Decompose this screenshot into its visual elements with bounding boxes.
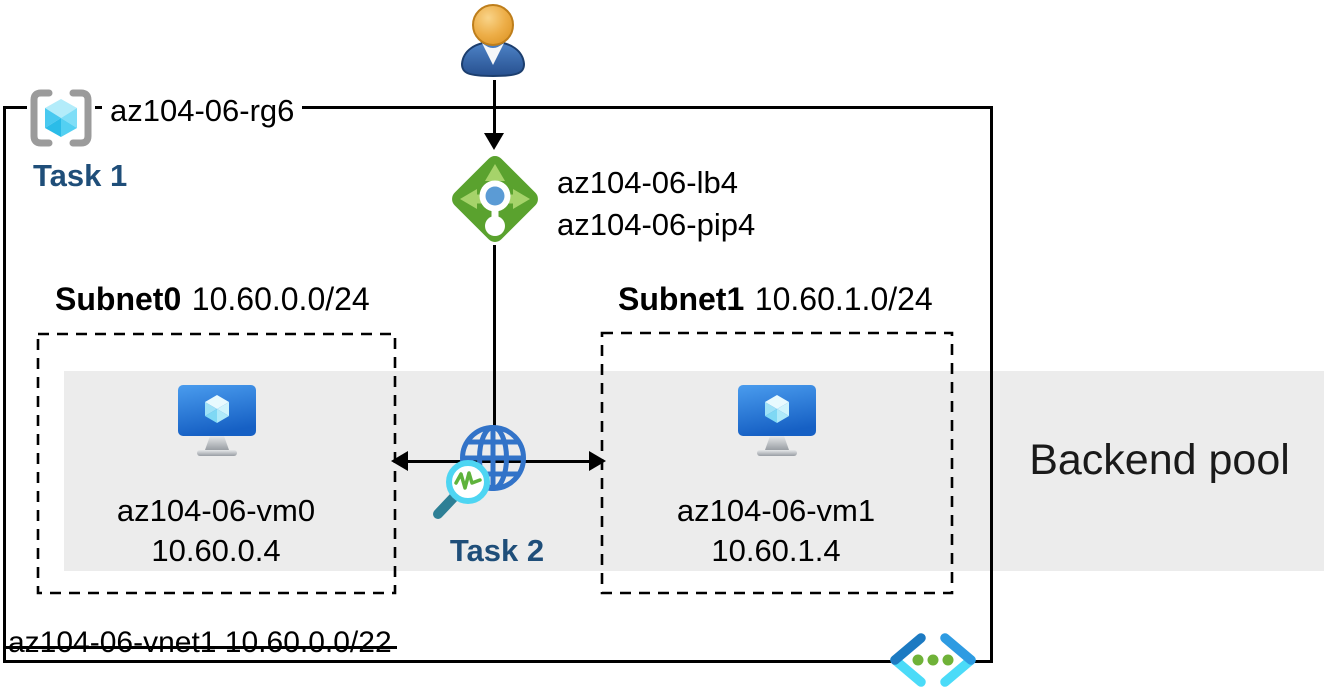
vnet-label: az104-06-vnet1 10.60.0.0/22 — [8, 626, 392, 659]
subnet1-name: Subnet1 — [618, 281, 745, 317]
vm0-ip: 10.60.0.4 — [151, 533, 281, 568]
subnet0-name: Subnet0 — [55, 281, 182, 317]
vm0-labels: az104-06-vm0 10.60.0.4 — [37, 491, 395, 571]
vm1-labels: az104-06-vm1 10.60.1.4 — [600, 491, 952, 571]
vm0-icon — [178, 385, 256, 456]
user-to-lb-arrowhead — [484, 133, 504, 150]
vm0-name: az104-06-vm0 — [116, 493, 316, 528]
probe-arrow-line — [404, 460, 590, 463]
user-to-lb-line — [493, 80, 496, 136]
task2-label: Task 2 — [449, 533, 545, 568]
backend-pool-band — [64, 371, 1324, 571]
vnet-boundary-line — [3, 646, 397, 649]
resource-group-icon — [27, 87, 95, 149]
probe-arrowhead-right — [589, 451, 606, 471]
resource-group-label: az104-06-rg6 — [102, 92, 303, 131]
load-balancer-icon — [452, 156, 538, 242]
resource-group-box — [3, 106, 993, 663]
subnet0-box — [36, 332, 397, 595]
probe-arrowhead-left — [391, 451, 408, 471]
user-icon — [460, 4, 526, 78]
vm1-ip: 10.60.1.4 — [711, 533, 841, 568]
vm1-name: az104-06-vm1 — [676, 493, 876, 528]
vm1-icon — [738, 385, 816, 456]
pulse-line — [454, 471, 482, 490]
backend-pool-label: Backend pool — [1029, 436, 1290, 484]
vnet-icon — [890, 633, 976, 689]
lb-to-probe-line — [493, 245, 496, 430]
subnet0-cidr: 10.60.0.0/24 — [191, 281, 370, 317]
public-ip-name: az104-06-pip4 — [557, 207, 756, 242]
network-probe-icon — [433, 425, 526, 519]
task1-label: Task 1 — [33, 158, 128, 193]
load-balancer-name: az104-06-lb4 — [557, 165, 738, 200]
load-balancer-labels: az104-06-lb4 az104-06-pip4 — [557, 162, 755, 246]
magnifier-handle — [433, 492, 459, 519]
subnet1-cidr: 10.60.1.0/24 — [754, 281, 933, 317]
